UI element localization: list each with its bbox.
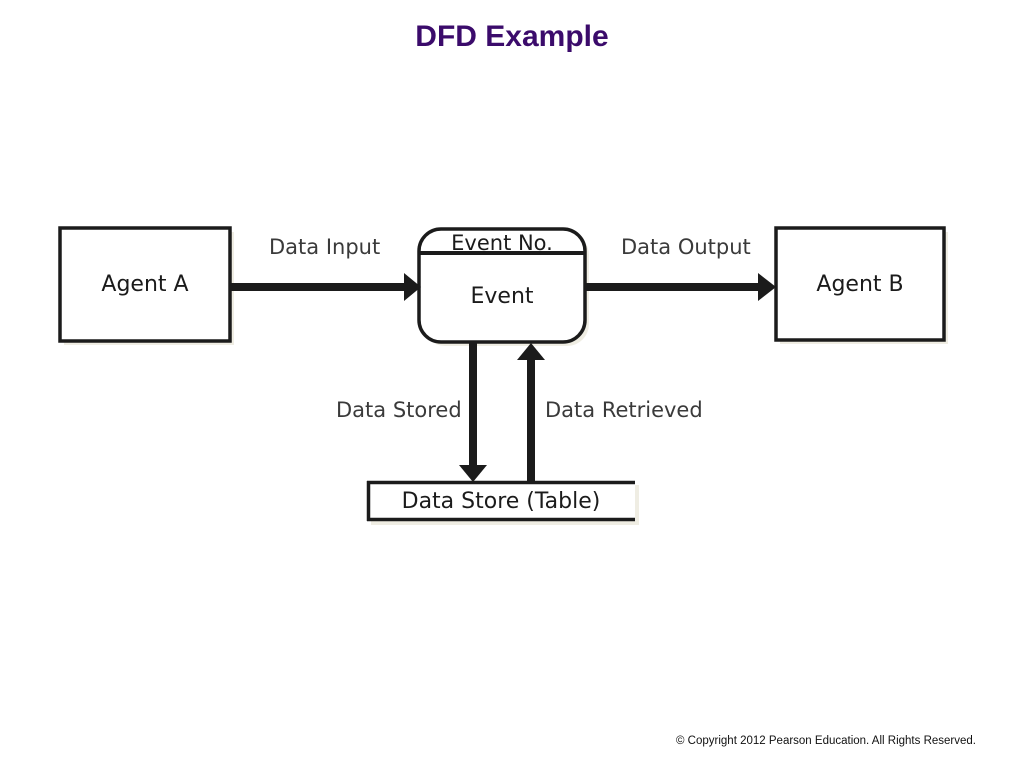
- copyright-notice: © Copyright 2012 Pearson Education. All …: [676, 735, 976, 747]
- node-label-agent-b: Agent B: [816, 272, 904, 297]
- flow-data-stored[interactable]: [459, 342, 487, 482]
- node-agent-a[interactable]: [58, 226, 232, 343]
- node-label-agent-a: Agent A: [101, 272, 189, 297]
- flow-label-data-input: Data Input: [269, 235, 381, 259]
- node-data-store[interactable]: [366, 480, 635, 522]
- flow-label-data-stored: Data Stored: [336, 398, 462, 422]
- node-agent-b[interactable]: [774, 226, 946, 342]
- flow-data-output[interactable]: [585, 273, 776, 301]
- flow-data-input[interactable]: [230, 273, 421, 301]
- page-title: DFD Example: [415, 20, 609, 53]
- node-label-event: Event: [470, 284, 534, 309]
- flow-label-data-output: Data Output: [621, 235, 751, 259]
- flow-data-retrieved[interactable]: [517, 343, 545, 481]
- flow-label-data-retrieved: Data Retrieved: [545, 398, 703, 422]
- node-header-event-no: Event No.: [451, 231, 553, 255]
- node-label-data-store: Data Store (Table): [401, 489, 601, 514]
